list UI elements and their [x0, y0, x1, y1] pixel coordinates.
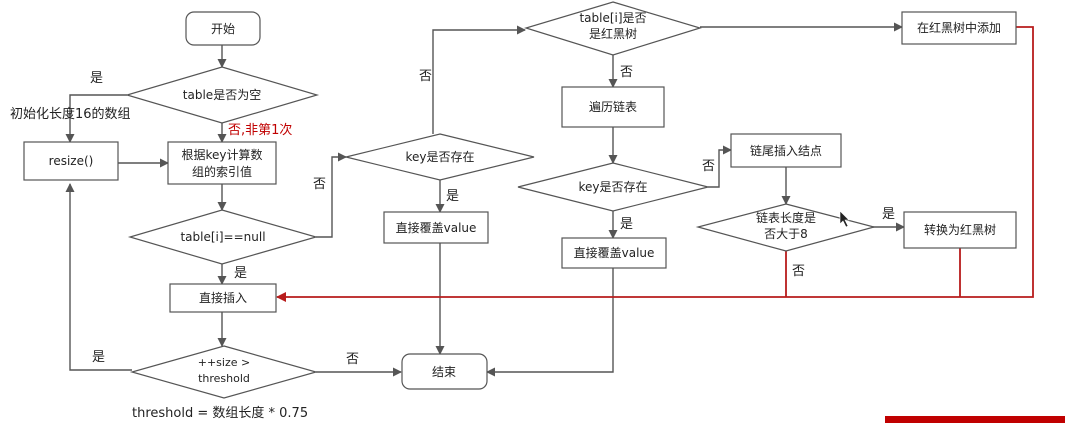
- node-list-len-gt8-line1: 链表长度是: [756, 210, 816, 225]
- label-k2-yes: 是: [620, 217, 633, 232]
- node-to-rb: 转换为红黑树: [903, 211, 1017, 249]
- node-end-label: 结束: [432, 365, 456, 379]
- node-calc-index-line2: 组的索引值: [192, 164, 252, 179]
- node-rb-add: 在红黑树中添加: [901, 11, 1017, 45]
- label-size-yes: 是: [92, 350, 105, 365]
- node-key-exists-1-label: key是否存在: [405, 150, 474, 164]
- node-traverse-list: 遍历链表: [561, 86, 665, 128]
- label-size-no: 否: [346, 352, 359, 367]
- node-overwrite-1-label: 直接覆盖value: [396, 220, 477, 235]
- node-is-red-black: table[i]是否 是红黑树: [523, 1, 703, 56]
- node-list-len-gt8: 链表长度是 否大于8: [695, 203, 877, 252]
- node-resize-label: resize(): [49, 154, 94, 168]
- edge-rb-add-to-insert: [276, 26, 1034, 302]
- label-k2-no: 否: [702, 159, 715, 174]
- edge-labels: 是 初始化长度16的数组 否,非第1次 否 是 是 否 是 否 否 是 否 是 …: [10, 65, 895, 367]
- corner-accent-bar: [885, 416, 1065, 423]
- label-empty-yes: 是: [90, 71, 103, 86]
- node-is-red-black-line1: table[i]是否: [579, 11, 646, 25]
- node-start-label: 开始: [211, 22, 235, 36]
- label-k1-no: 否: [419, 69, 432, 84]
- node-table-empty: table是否为空: [124, 66, 320, 124]
- edge-size-yes-to-resize: [65, 183, 132, 371]
- node-overwrite-2-label: 直接覆盖value: [574, 245, 655, 260]
- node-tail-insert-label: 链尾插入结点: [750, 143, 822, 158]
- label-null-no: 否: [313, 177, 326, 192]
- label-rb-no: 否: [620, 65, 633, 80]
- edge-key2-no-to-tail: [708, 145, 732, 188]
- node-resize: resize(): [23, 141, 119, 181]
- node-insert-direct-label: 直接插入: [199, 290, 247, 305]
- mouse-cursor-icon: [839, 210, 850, 228]
- edge-key1-no-to-rb: [432, 25, 526, 134]
- label-k1-yes: 是: [446, 189, 459, 204]
- label-null-yes: 是: [234, 266, 247, 281]
- node-rb-add-label: 在红黑树中添加: [917, 20, 1001, 35]
- node-key-exists-1: key是否存在: [345, 133, 535, 181]
- node-is-red-black-line2: 是红黑树: [589, 26, 637, 41]
- edge-null-no-to-key1: [316, 152, 347, 238]
- node-tail-insert: 链尾插入结点: [730, 133, 842, 168]
- node-table-empty-label: table是否为空: [183, 88, 261, 102]
- edges: [65, 22, 905, 377]
- node-size-check-line1: ++size >: [198, 356, 250, 369]
- node-size-check-line2: threshold: [198, 372, 250, 385]
- label-init-array: 初始化长度16的数组: [10, 106, 131, 122]
- edge-overwrite2-to-end: [486, 268, 614, 377]
- node-calc-index: 根据key计算数 组的索引值: [167, 141, 277, 185]
- node-table-i-null-label: table[i]==null: [180, 230, 265, 244]
- node-end: 结束: [401, 353, 488, 390]
- node-calc-index-line1: 根据key计算数: [181, 147, 262, 162]
- node-list-len-gt8-line2: 否大于8: [764, 227, 808, 241]
- node-size-check: ++size > threshold: [129, 345, 319, 399]
- node-key-exists-2-label: key是否存在: [578, 180, 647, 194]
- label-len-yes: 是: [882, 207, 895, 222]
- edge-empty-yes-to-resize: [65, 94, 127, 143]
- node-table-i-null: table[i]==null: [127, 209, 319, 265]
- node-key-exists-2: key是否存在: [517, 162, 709, 212]
- node-overwrite-1: 直接覆盖value: [383, 211, 489, 244]
- red-edges: [276, 26, 1034, 302]
- label-empty-no: 否,非第1次: [228, 122, 292, 138]
- node-insert-direct: 直接插入: [169, 283, 277, 313]
- node-to-rb-label: 转换为红黑树: [924, 222, 996, 237]
- node-overwrite-2: 直接覆盖value: [561, 237, 667, 269]
- node-traverse-list-label: 遍历链表: [589, 99, 637, 114]
- label-len-no: 否: [792, 264, 805, 279]
- threshold-note: threshold = 数组长度 * 0.75: [132, 405, 308, 421]
- node-start: 开始: [185, 11, 261, 46]
